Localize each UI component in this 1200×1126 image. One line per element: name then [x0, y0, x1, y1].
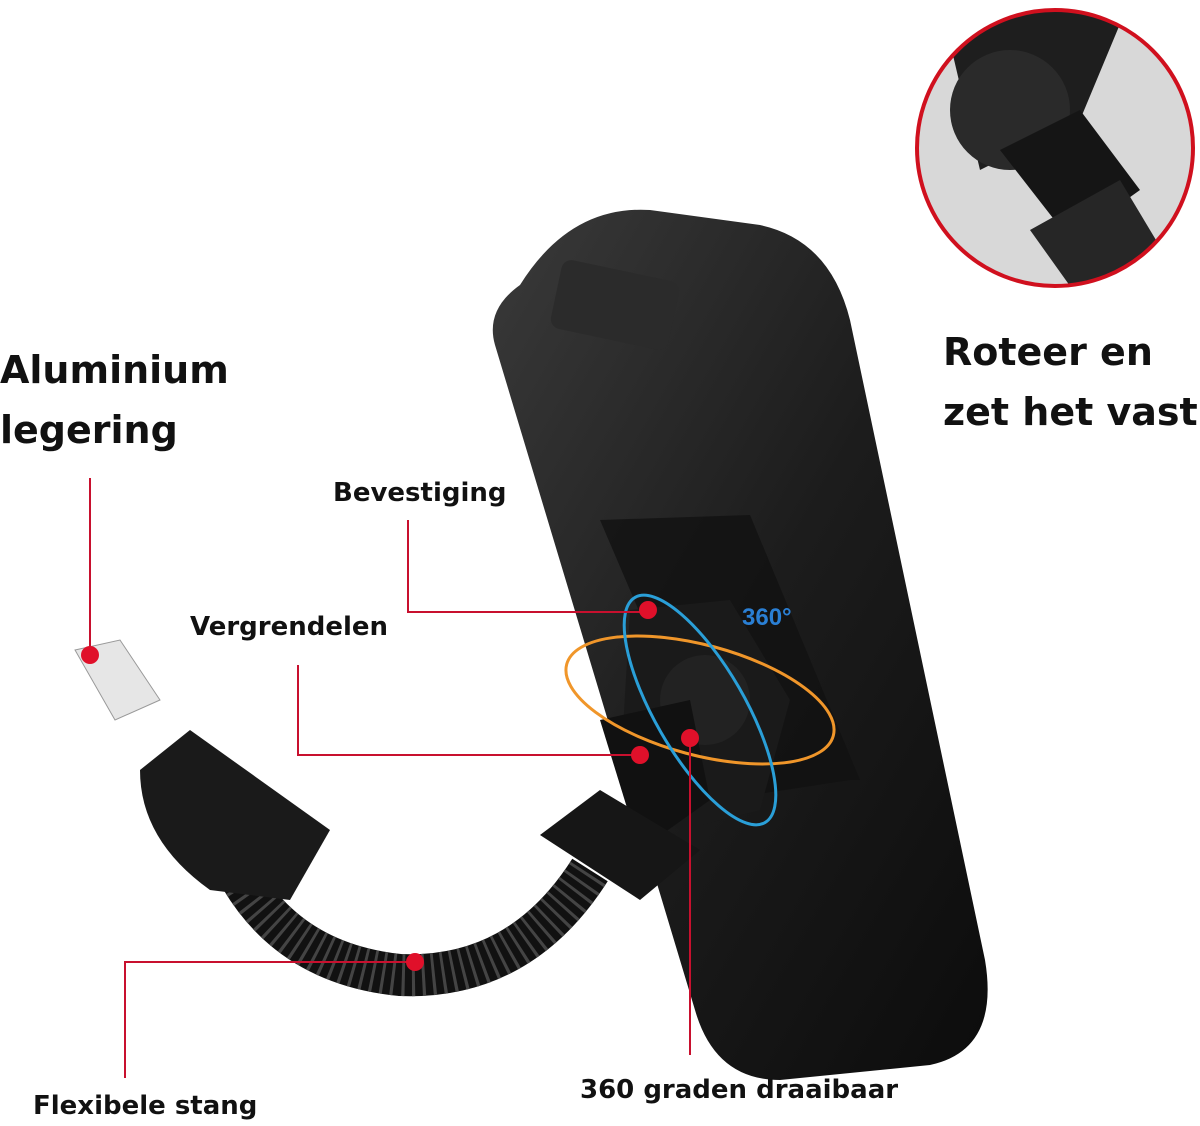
label-rotatable: 360 graden draaibaar — [580, 1075, 899, 1105]
label-aluminium-line1: Aluminium — [0, 348, 229, 392]
label-lock: Vergrendelen — [190, 612, 389, 642]
label-mount: Bevestiging — [333, 478, 507, 508]
rotation-orange-icon — [564, 634, 836, 766]
label-360-degrees: 360° — [742, 604, 792, 631]
detail-zoom-circle — [915, 8, 1195, 288]
rod-clamp — [140, 730, 330, 900]
label-rotate-line1: Roteer en — [943, 330, 1153, 374]
label-rotate-line2: zet het vast — [943, 390, 1198, 434]
label-aluminium-line2: legering — [0, 408, 178, 452]
callout-lines — [89, 478, 691, 1078]
label-aluminium: Aluminium legering — [0, 340, 229, 460]
label-rotate: Roteer en zet het vast — [943, 322, 1198, 442]
label-flexible-rod: Flexibele stang — [33, 1091, 258, 1121]
callout-dots — [81, 601, 699, 971]
rotation-blue-icon — [622, 593, 778, 827]
